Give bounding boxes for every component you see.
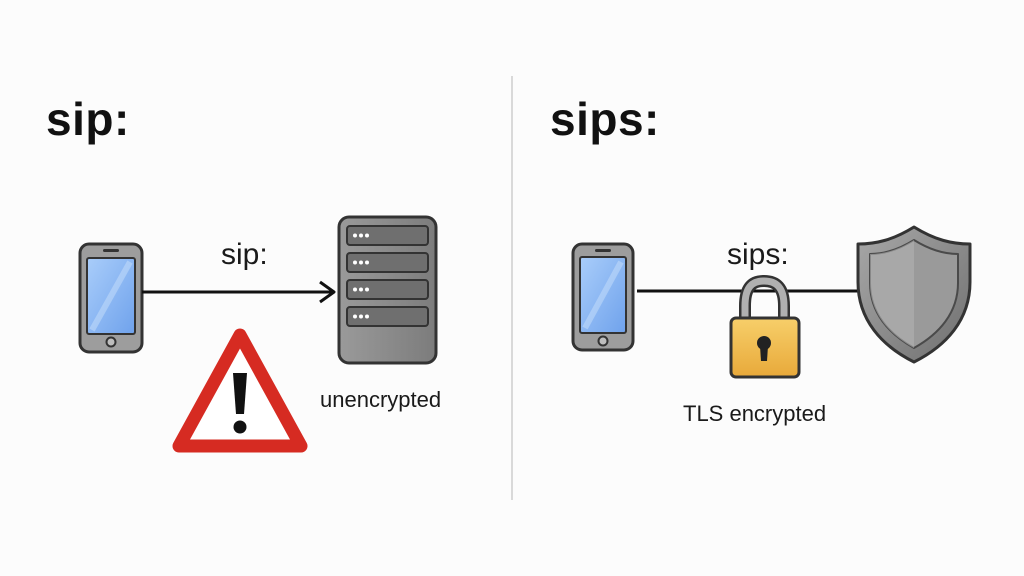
padlock-icon bbox=[729, 274, 801, 379]
smartphone-icon bbox=[571, 242, 635, 352]
smartphone-icon bbox=[78, 242, 144, 354]
server-icon bbox=[337, 215, 438, 365]
shield-icon bbox=[856, 225, 972, 364]
unencrypted-caption: unencrypted bbox=[320, 387, 442, 412]
unencrypted-connection-arrow bbox=[142, 280, 336, 304]
tls-encrypted-caption: TLS encrypted bbox=[683, 401, 827, 426]
sip-panel-title: sip: bbox=[46, 93, 130, 145]
warning-triangle-icon bbox=[172, 328, 308, 453]
sips-connection-label: sips: bbox=[727, 238, 789, 271]
sips-panel-title: sips: bbox=[550, 93, 660, 145]
sip-connection-label: sip: bbox=[221, 238, 268, 271]
